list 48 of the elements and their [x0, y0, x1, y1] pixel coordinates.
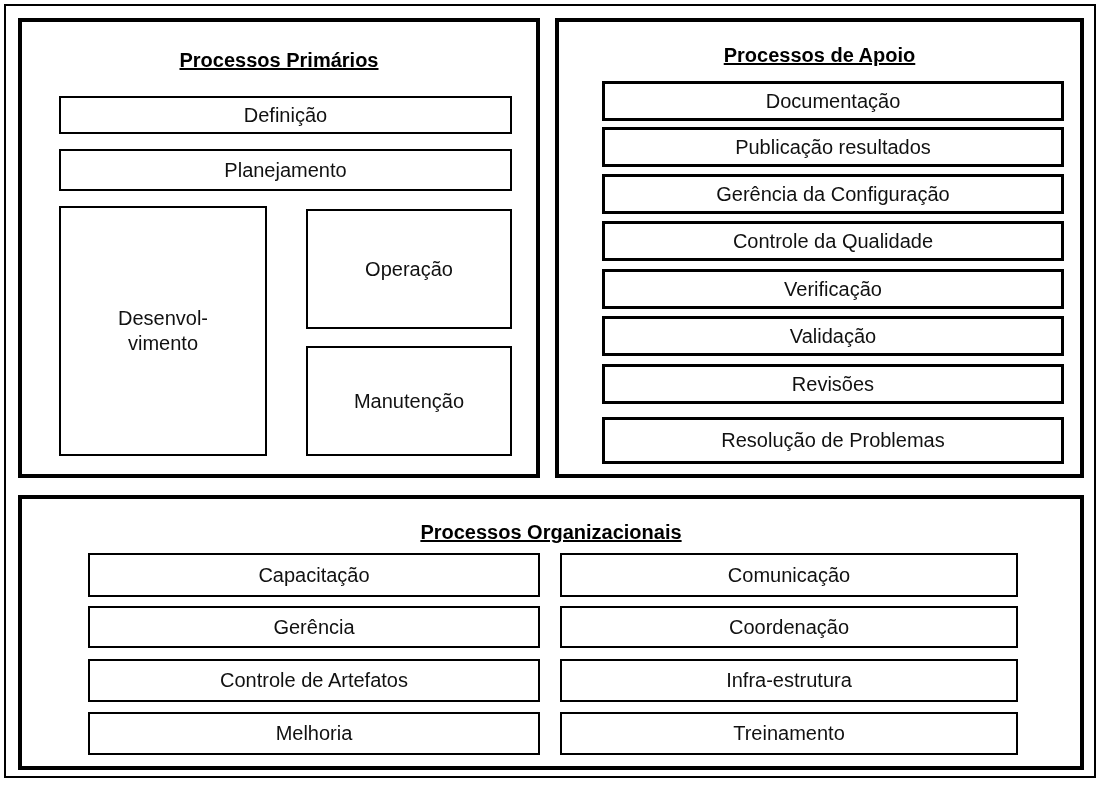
process-box: [88, 606, 540, 648]
process-box: [59, 206, 267, 456]
process-label: Planejamento: [224, 157, 347, 183]
process-label: Melhoria: [275, 721, 353, 746]
process-box: [59, 149, 512, 191]
process-label: Manutenção: [353, 388, 465, 414]
process-box: [560, 606, 1018, 648]
process-box: [602, 316, 1064, 356]
group-title: Processos Primários: [178, 49, 380, 72]
group-title: Processos Organizacionais: [419, 521, 683, 544]
group-panel: [555, 18, 1084, 478]
process-box: [560, 553, 1018, 597]
process-box: [560, 712, 1018, 755]
process-box: [306, 346, 512, 456]
process-label: Definição: [243, 102, 328, 128]
process-box: [602, 417, 1064, 464]
process-label: Coordenação: [728, 614, 850, 640]
process-label: Gerência: [273, 614, 355, 640]
process-label: Verificação: [784, 276, 882, 302]
process-box: [602, 221, 1064, 261]
process-label: Publicação resultados: [735, 134, 931, 160]
process-box: [602, 174, 1064, 214]
process-label: Comunicação: [727, 562, 851, 588]
process-box: [59, 96, 512, 134]
process-label: Operação: [365, 256, 453, 282]
process-box: [88, 712, 540, 755]
process-label: Controle de Artefatos: [220, 668, 408, 693]
process-box: [602, 127, 1064, 167]
process-label: Documentação: [765, 88, 901, 114]
process-box: [88, 553, 540, 597]
process-box: [602, 81, 1064, 121]
process-label: Treinamento: [733, 721, 845, 746]
process-label: Gerência da Configuração: [716, 181, 950, 207]
group-panel: [18, 18, 540, 478]
process-label: Infra-estrutura: [726, 668, 852, 693]
group-title: Processos de Apoio: [722, 44, 917, 67]
process-box: [306, 209, 512, 329]
process-label: Desenvol- vimento: [116, 306, 209, 356]
process-box: [88, 659, 540, 702]
process-label: Capacitação: [258, 562, 370, 588]
process-label: Controle da Qualidade: [732, 228, 934, 254]
process-label: Validação: [789, 323, 877, 349]
process-box: [560, 659, 1018, 702]
group-panel: [18, 495, 1084, 770]
process-box: [602, 269, 1064, 309]
process-label: Resolução de Problemas: [721, 428, 945, 453]
process-label: Revisões: [791, 371, 875, 397]
process-box: [602, 364, 1064, 404]
